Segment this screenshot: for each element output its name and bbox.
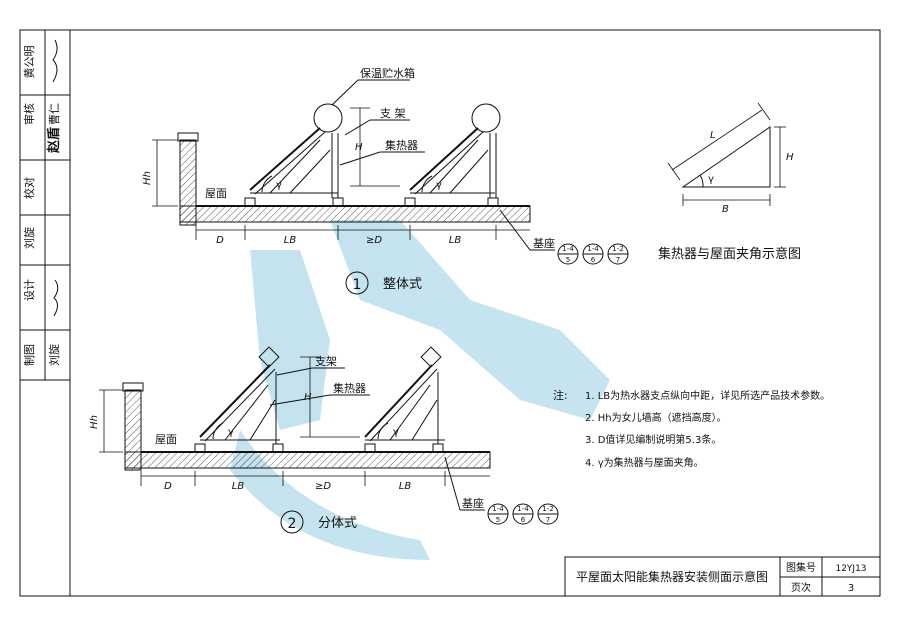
label-support-2: 支架	[315, 355, 337, 368]
label-tank: 保温贮水箱	[360, 66, 415, 80]
sheet-border	[19, 29, 881, 597]
ref-symbols-2: 1-4 5 1-4 6 1-2 7	[487, 503, 559, 525]
sig-col-drafter: 制图	[23, 344, 36, 366]
label-base-2: 基座	[462, 496, 484, 510]
label-hh: Hh	[142, 171, 153, 185]
gamma-d: γ	[393, 427, 399, 438]
angle-title: 集热器与屋面夹角示意图	[658, 246, 801, 262]
page-label: 页次	[791, 581, 811, 594]
angle-gamma: γ	[708, 174, 714, 185]
title-block: 平屋面太阳能集热器安装侧面示意图 图集号 12YJ13 页次 3	[564, 556, 881, 597]
dim-lb-3: LB	[232, 481, 245, 492]
note-item-3: 3. D值详见编制说明第5.3条。	[585, 433, 721, 446]
label-collector: 集热器	[385, 138, 418, 152]
label-base: 基座	[533, 236, 555, 250]
sig-name-approver: 曹仁	[48, 103, 61, 125]
notes-heading: 注:	[553, 388, 568, 402]
ref-bot: 7	[546, 516, 550, 524]
ref-bot: 5	[496, 516, 500, 524]
sig-name-proofreader: 赵盾	[46, 127, 62, 154]
roof-slab	[179, 205, 531, 223]
signature-scribble	[53, 279, 59, 317]
watermark-logo	[230, 220, 610, 560]
dim-lb-2: LB	[449, 235, 462, 246]
page-number: 3	[848, 583, 854, 594]
label-roof: 屋面	[205, 187, 227, 200]
angle-b: B	[722, 204, 729, 215]
signature-strip: 审核 黄公明 曹仁 校对 赵盾 设计 刘旋 制图 刘旋	[20, 30, 70, 381]
label-h-2: H	[304, 392, 312, 403]
parapet-cap	[177, 132, 199, 142]
ref-top: 1-2	[612, 245, 623, 253]
collector-unit-d: γ	[364, 346, 445, 453]
ref-bot: 5	[566, 256, 570, 264]
sig-name-drafter: 刘旋	[47, 344, 61, 366]
caption-circle-2	[280, 510, 304, 534]
label-support: 支 架	[380, 107, 406, 120]
sig-col-proofreader: 校对	[22, 177, 36, 199]
ref-top: 1-4	[587, 245, 599, 253]
caption-title-1: 整体式	[383, 277, 422, 292]
ref-bot: 7	[616, 256, 620, 264]
drawing-title: 平屋面太阳能集热器安装侧面示意图	[576, 569, 768, 584]
diagram-integrated: Hh 屋面 γ	[142, 66, 629, 295]
gamma-c: γ	[228, 427, 234, 438]
collector-unit-a: γ	[244, 103, 344, 207]
sig-col-reviewer: 审核	[22, 103, 36, 125]
note-item-2: 2. Hh为女儿墙高（遮挡高度）。	[585, 411, 727, 424]
note-item-4: 4. γ为集热器与屋面夹角。	[585, 456, 704, 469]
parapet-wall	[179, 139, 197, 226]
ref-bot: 6	[591, 256, 596, 264]
diagram-split: Hh 屋面 γ γ	[89, 346, 559, 534]
dim-gte-d-2: ≥D	[315, 481, 331, 492]
ref-top: 1-2	[542, 505, 553, 513]
gamma-b: γ	[436, 180, 442, 191]
label-h: H	[355, 142, 363, 153]
dim-lb: LB	[284, 235, 297, 246]
roof-slab	[124, 451, 491, 469]
dim-lb-4: LB	[399, 481, 412, 492]
angle-diagram: L H B γ 集热器与屋面夹角示意图	[658, 102, 801, 262]
caption-circle-1	[345, 271, 369, 295]
signature-scribble	[52, 39, 58, 83]
dim-d: D	[216, 235, 224, 246]
atlas-number: 12YJ13	[835, 564, 866, 574]
caption-number-1: 1	[353, 277, 362, 293]
label-hh-2: Hh	[89, 415, 100, 429]
sig-col-designer: 设计	[23, 279, 36, 301]
caption-number-2: 2	[288, 516, 297, 532]
atlas-label: 图集号	[786, 561, 816, 574]
notes-block: 注: 1. LB为热水器支点纵向中距，详见所选产品技术参数。 2. Hh为女儿墙…	[553, 388, 830, 469]
caption-title-2: 分体式	[318, 516, 357, 531]
ref-top: 1-4	[517, 505, 529, 513]
sig-name-designer: 刘旋	[22, 227, 36, 249]
collector-unit-b: γ	[404, 103, 501, 207]
dim-d-2: D	[164, 481, 172, 492]
ref-top: 1-4	[492, 505, 504, 513]
angle-h: H	[786, 152, 794, 163]
collector-unit-c: γ	[194, 346, 284, 453]
ref-bot: 6	[521, 516, 526, 524]
gamma-a: γ	[276, 180, 282, 191]
label-roof-2: 屋面	[155, 433, 177, 446]
label-collector-2: 集热器	[333, 381, 366, 395]
dim-gte-d: ≥D	[366, 235, 382, 246]
ref-symbols-1: 1-4 5 1-4 6 1-2 7	[557, 243, 629, 265]
parapet-cap	[122, 382, 144, 392]
sig-name-reviewer: 黄公明	[22, 46, 36, 79]
angle-l: L	[710, 130, 716, 141]
parapet-wall	[124, 389, 142, 471]
note-item-1: 1. LB为热水器支点纵向中距，详见所选产品技术参数。	[585, 389, 830, 402]
ref-top: 1-4	[562, 245, 574, 253]
